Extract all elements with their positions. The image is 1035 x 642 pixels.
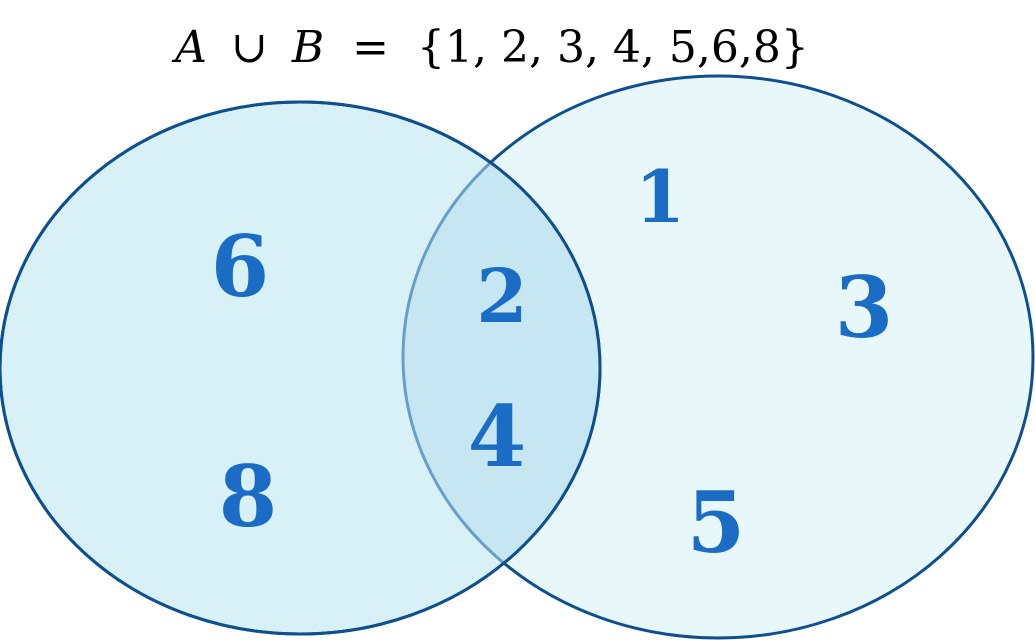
union-equation: A ∪ B = {1, 2, 3, 4, 5,6,8} xyxy=(171,22,809,73)
element-2: 2 xyxy=(476,254,528,340)
set-a-symbol: A xyxy=(171,22,207,73)
element-5: 5 xyxy=(687,473,745,572)
element-4: 4 xyxy=(468,387,526,486)
element-1: 1 xyxy=(635,154,685,239)
union-members: {1, 2, 3, 4, 5,6,8} xyxy=(417,22,809,73)
set-b-symbol: B xyxy=(291,22,324,73)
union-symbol: ∪ xyxy=(231,22,268,73)
element-8: 8 xyxy=(219,447,277,546)
set-b-inner-outline xyxy=(401,102,600,634)
set-a-outline xyxy=(0,100,602,636)
element-3: 3 xyxy=(835,258,893,357)
element-6: 6 xyxy=(211,217,269,316)
equals-sign: = xyxy=(352,22,389,73)
